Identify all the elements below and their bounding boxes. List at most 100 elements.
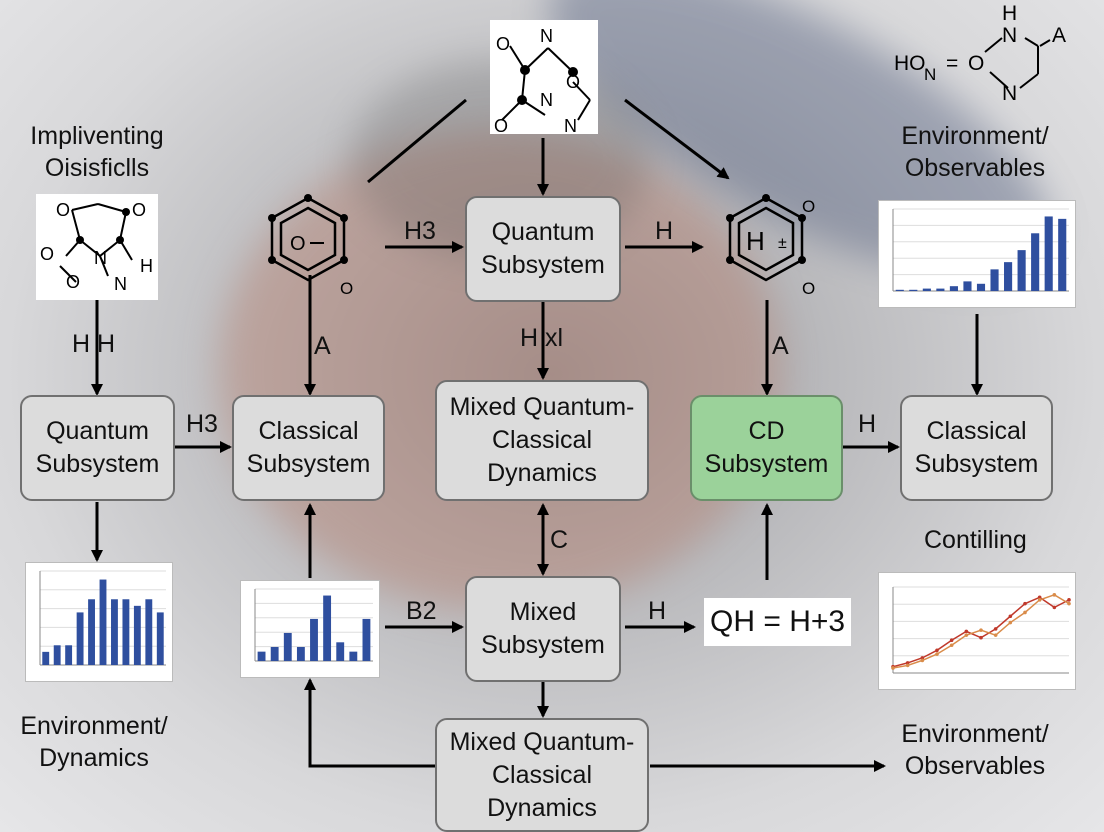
- chart-bar: [349, 651, 358, 661]
- chart-point: [1067, 601, 1071, 606]
- chart-bar: [111, 599, 118, 665]
- hex-left-atom-o2: O: [340, 279, 353, 298]
- chart-point: [964, 629, 969, 634]
- edge-label-h-top: H: [655, 217, 674, 245]
- atom-h-a: H: [140, 256, 153, 276]
- atom-o-1: O: [496, 34, 510, 54]
- atom-o-2: O: [566, 72, 580, 92]
- chart-point: [1067, 598, 1071, 602]
- molecule-left: O O O N H O N: [36, 194, 158, 300]
- env-dynamics-label: Environment/ Dynamics: [20, 712, 168, 772]
- chart-point: [964, 633, 969, 637]
- molecule-top-center-svg: O N O N O N: [494, 26, 591, 136]
- chart-bar: [53, 645, 61, 665]
- edge-label-h3-top: H3: [404, 217, 436, 245]
- env-observables-bottom: Environment/ Observables: [901, 720, 1049, 780]
- edge-label-a-right: A: [772, 332, 789, 360]
- chart-bar: [283, 632, 292, 661]
- edge-label-h-right: H: [858, 410, 877, 438]
- chart-bottom-left-svg: [39, 570, 166, 666]
- atom-n-bottom: N: [1002, 82, 1017, 105]
- atom-o-3: O: [494, 116, 508, 134]
- edge-label-h3-left: H3: [186, 410, 218, 438]
- chart-bar: [99, 579, 107, 665]
- chart-bar: [270, 646, 279, 661]
- chart-bar: [936, 288, 945, 291]
- chart-bar: [296, 646, 305, 661]
- molecule-left-svg: O O O N H O N: [40, 200, 153, 294]
- chart-top-right-svg: [892, 208, 1069, 292]
- mixed-qc-dynamics-mid: Mixed Quantum- Classical Dynamics: [435, 380, 649, 501]
- line-top-left: [367, 98, 467, 184]
- chart-bar: [133, 605, 141, 665]
- chart-bar: [336, 642, 345, 661]
- chart-bar: [257, 651, 266, 661]
- hexagon-left: O O: [268, 194, 353, 298]
- chart-bottom-right: [878, 572, 1076, 690]
- mixed-subsystem: Mixed Subsystem: [465, 576, 621, 682]
- atom-o-b: O: [132, 200, 146, 220]
- edge-label-b2: B2: [406, 597, 437, 625]
- chart-bar: [310, 618, 318, 661]
- hex-left-atom-o: O: [290, 233, 306, 255]
- chart-bar: [65, 645, 73, 665]
- chart-point: [905, 663, 910, 668]
- chart-point: [949, 643, 954, 648]
- chart-bar: [42, 651, 50, 665]
- quantum-subsystem-left: Quantum Subsystem: [20, 395, 175, 501]
- atom-equals: =: [946, 52, 958, 75]
- chart-bar: [88, 599, 95, 665]
- chart-point: [1008, 614, 1013, 619]
- hex-right-sub: ±: [778, 235, 787, 252]
- cd-subsystem-green: CD Subsystem: [690, 395, 843, 501]
- atom-o-c: O: [40, 244, 54, 264]
- atom-n-2: N: [540, 90, 553, 110]
- classical-subsystem-right: Classical Subsystem: [900, 395, 1053, 501]
- molecule-top-right: HO N = O H N A N: [894, 2, 1066, 105]
- chart-point: [993, 627, 998, 631]
- arrow-top-right: [624, 98, 730, 180]
- edge-label-h-eq: H: [648, 597, 667, 625]
- molecule-top-center: O N O N O N: [490, 20, 598, 136]
- edge-label-c: C: [550, 526, 569, 554]
- chart-point: [993, 633, 998, 637]
- atom-n-top: N: [1002, 24, 1017, 47]
- atom-h: H: [1002, 2, 1017, 25]
- chart-bar: [323, 595, 332, 661]
- chart-point: [1052, 593, 1057, 597]
- chart-point: [1052, 605, 1057, 610]
- env-observables-top: Environment/ Observables: [901, 122, 1049, 182]
- chart-point: [979, 628, 983, 632]
- top-left-title: Impliventing Oisisficlls: [30, 122, 164, 182]
- chart-point: [949, 638, 954, 643]
- chart-point: [1023, 601, 1027, 606]
- chart-bar: [949, 286, 958, 291]
- quantum-subsystem-top: Quantum Subsystem: [465, 196, 621, 302]
- chart-center-left-svg: [254, 588, 373, 662]
- chart-point: [979, 635, 983, 640]
- atom-o-a: O: [56, 200, 70, 220]
- chart-point: [920, 658, 925, 663]
- atom-n-3: N: [564, 116, 577, 134]
- contilling-label: Contilling: [924, 526, 1027, 554]
- chart-bar: [1058, 218, 1067, 291]
- chart-bar: [156, 612, 164, 665]
- mixed-qc-dynamics-bottom: Mixed Quantum- Classical Dynamics: [435, 718, 649, 832]
- chart-point: [891, 666, 895, 670]
- chart-center-left: [240, 580, 380, 678]
- classical-subsystem-left: Classical Subsystem: [232, 395, 385, 501]
- atom-n-a: N: [94, 248, 107, 268]
- chart-bottom-left: [25, 562, 173, 682]
- chart-bar: [1031, 233, 1040, 291]
- chart-top-right: [878, 200, 1076, 308]
- hexagon-right: H ± O O: [726, 194, 815, 298]
- atom-o: O: [968, 52, 984, 75]
- chart-point: [935, 652, 939, 656]
- chart-bar: [145, 599, 153, 665]
- chart-point: [1008, 620, 1013, 625]
- atom-o-d: O: [66, 272, 80, 292]
- atom-n-1: N: [540, 26, 553, 46]
- arrow-loop-back: [304, 678, 437, 768]
